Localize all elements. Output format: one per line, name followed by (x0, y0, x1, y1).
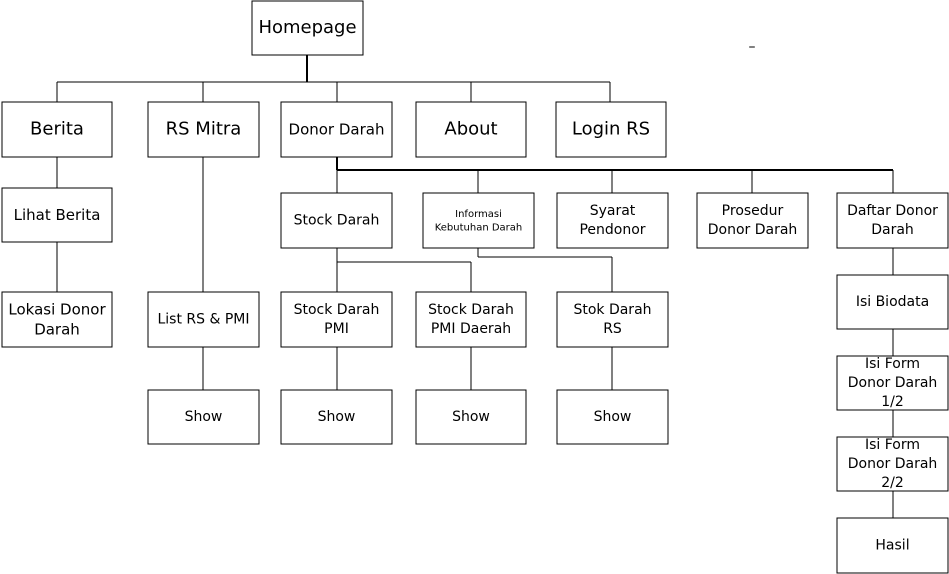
node-list-rs-pmi-label: List RS & PMI (157, 312, 249, 328)
node-show-pmi-daerah-label: Show (452, 409, 490, 425)
node-show-pmi-label: Show (318, 409, 356, 425)
node-homepage-label: Homepage (258, 17, 356, 38)
node-login-rs-label: Login RS (572, 119, 650, 140)
node-stock-darah: Stock Darah (280, 192, 393, 249)
node-login-rs: Login RS (555, 101, 667, 158)
node-rs-mitra-label: RS Mitra (166, 119, 242, 140)
node-about: About (415, 101, 527, 158)
node-lihat-berita: Lihat Berita (1, 187, 113, 243)
node-donor-darah: Donor Darah (280, 101, 393, 158)
node-show-pmi-daerah: Show (415, 389, 527, 445)
node-berita-label: Berita (30, 119, 84, 140)
node-show-stok-rs-label: Show (594, 409, 632, 425)
node-hasil-label: Hasil (875, 538, 909, 554)
node-show-stok-rs: Show (556, 389, 669, 445)
node-donor-darah-label: Donor Darah (289, 120, 385, 138)
node-stock-darah-label: Stock Darah (294, 213, 380, 229)
node-isi-biodata-label: Isi Biodata (856, 294, 929, 310)
node-show-rs-label: Show (185, 409, 223, 425)
connector-lines (56, 55, 894, 518)
node-rs-mitra: RS Mitra (147, 101, 260, 158)
stray-dash-mark: – (749, 39, 756, 55)
node-lihat-berita-label: Lihat Berita (14, 206, 101, 224)
node-berita: Berita (1, 101, 113, 158)
node-homepage: Homepage (251, 0, 364, 56)
node-list-rs-pmi: List RS & PMI (147, 291, 260, 348)
node-hasil: Hasil (836, 517, 949, 574)
node-isi-biodata: Isi Biodata (836, 274, 949, 330)
node-show-pmi: Show (280, 389, 393, 445)
node-about-label: About (444, 119, 497, 140)
node-show-rs: Show (147, 389, 260, 445)
